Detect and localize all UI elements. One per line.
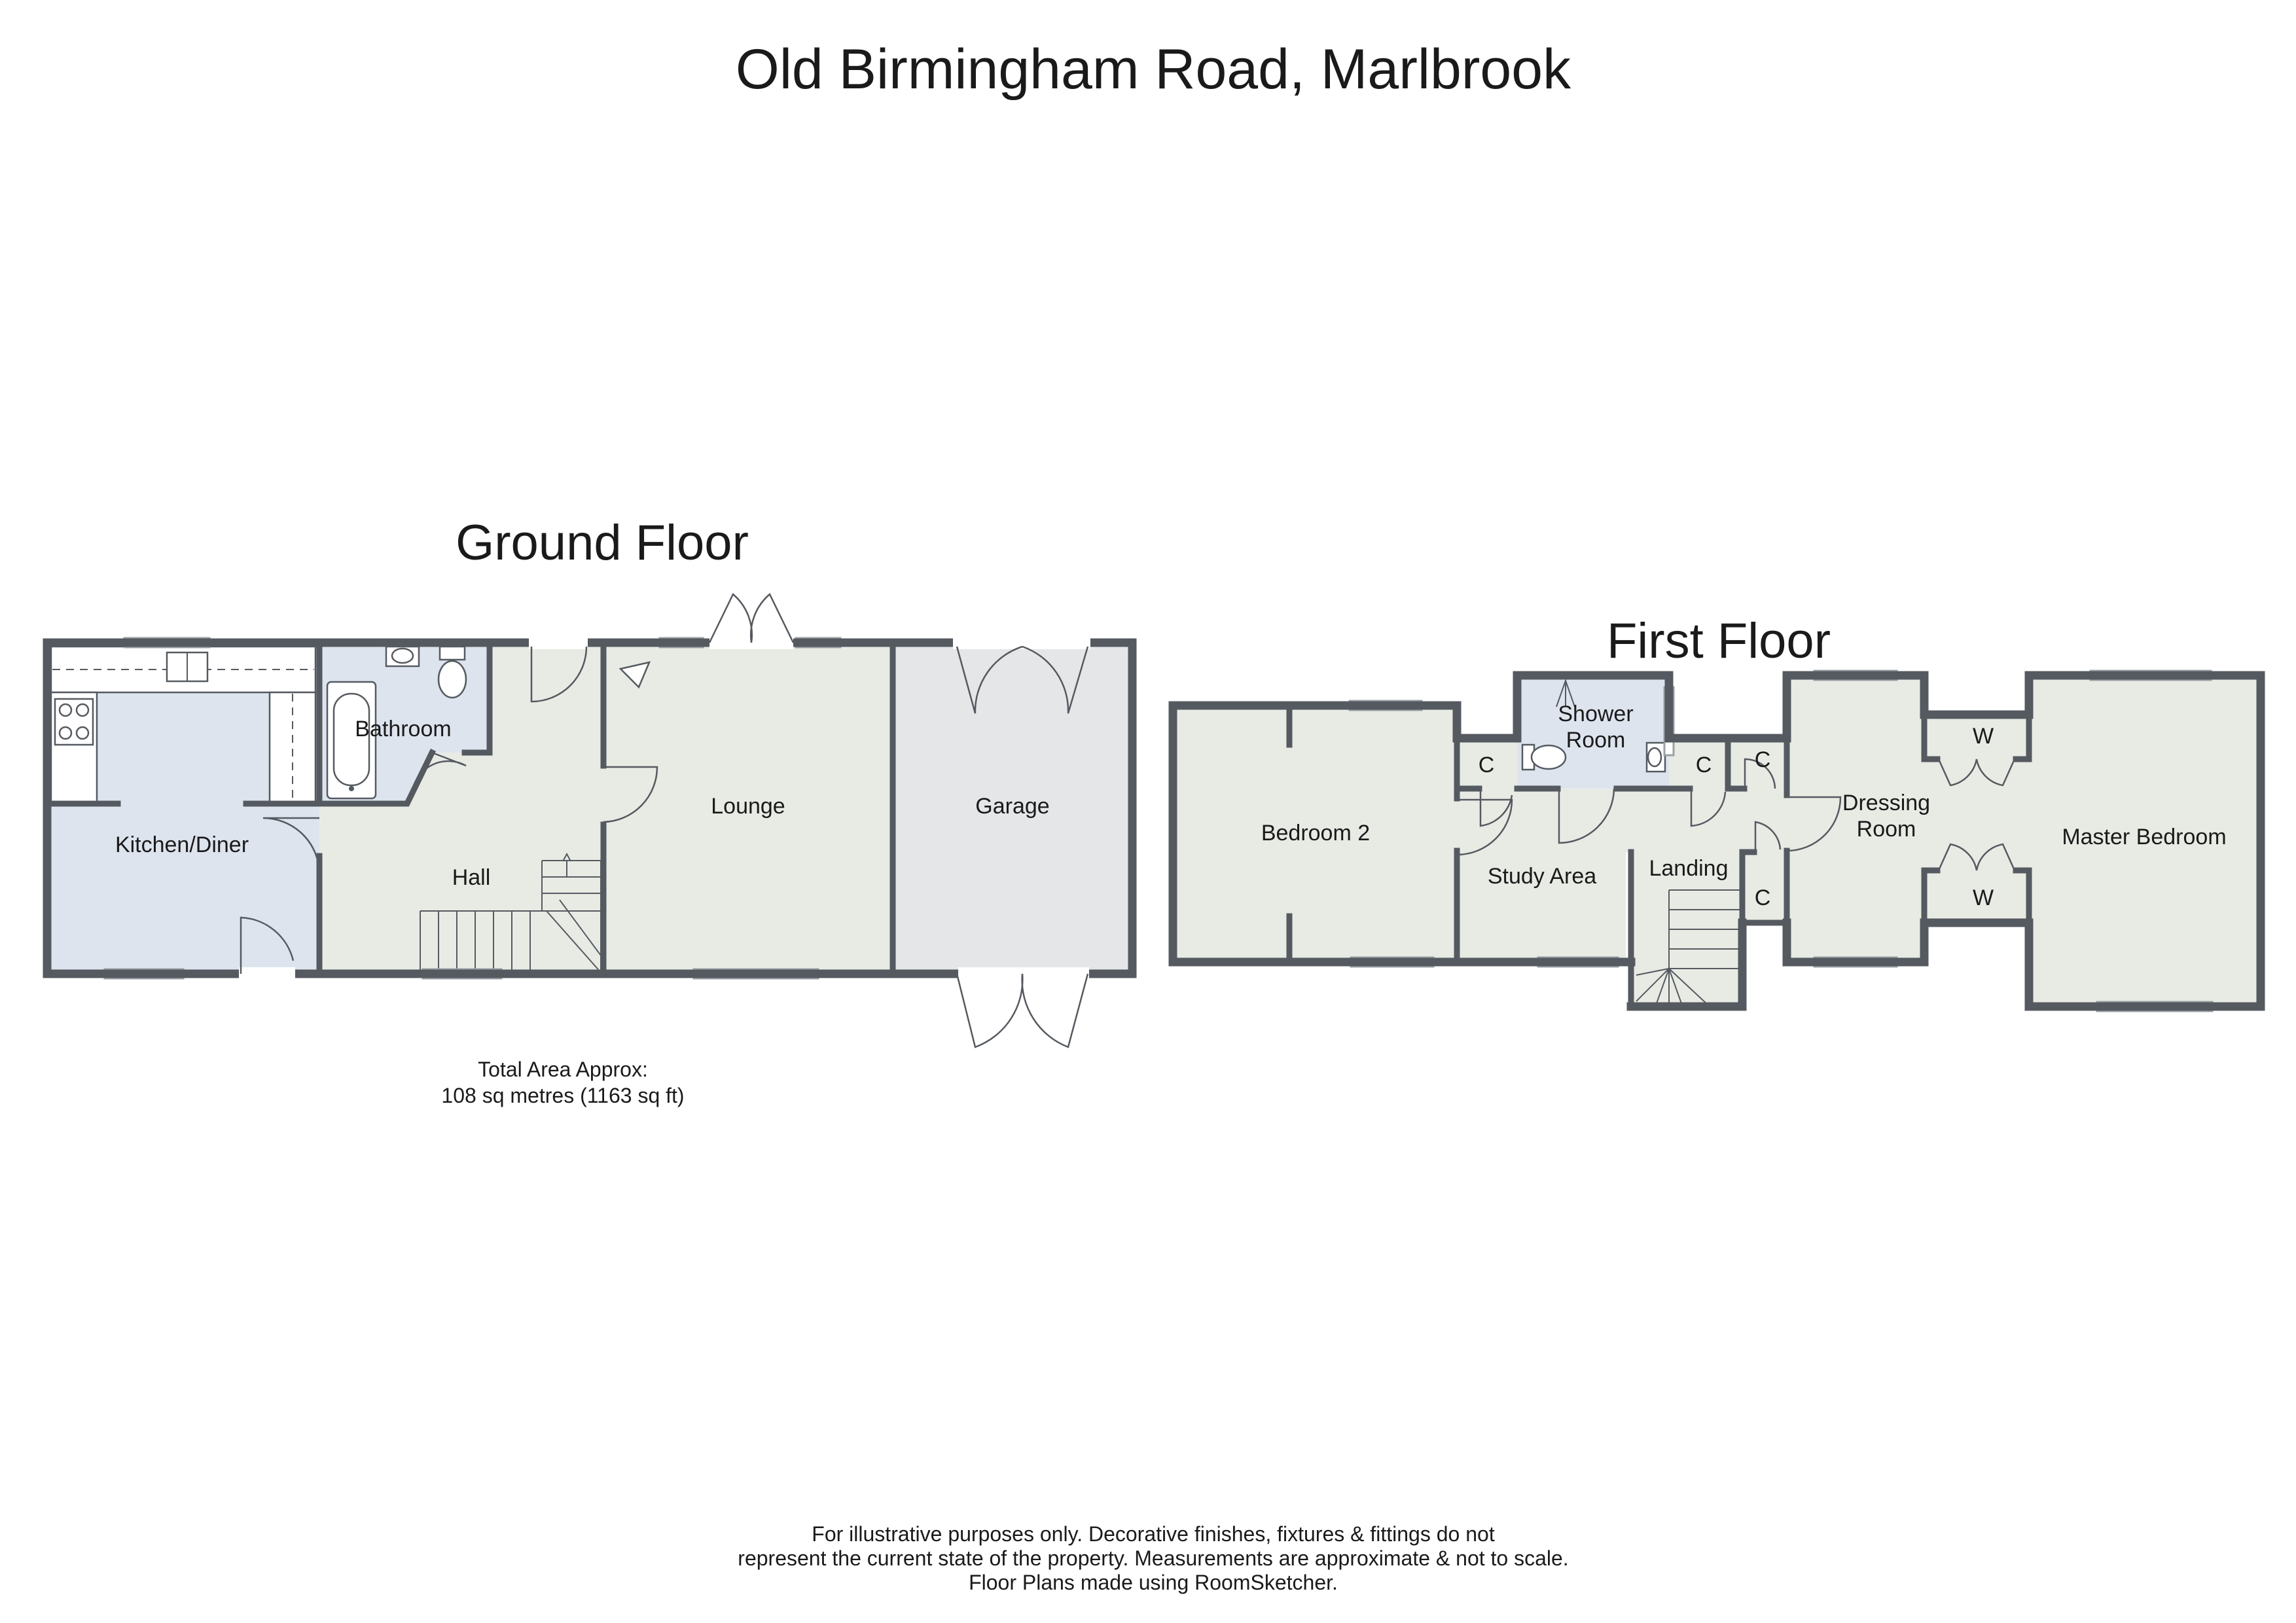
- disclaimer-line3: Floor Plans made using RoomSketcher.: [969, 1571, 1338, 1594]
- garage-doors-top: [956, 645, 1089, 714]
- hall-fill: [319, 643, 603, 974]
- hob-icon: [54, 698, 94, 746]
- room-label-cupboard-4: C: [1755, 885, 1771, 910]
- room-label-shower-line2: Room: [1566, 728, 1626, 753]
- room-label-kitchen: Kitchen/Diner: [115, 832, 249, 857]
- room-label-cupboard-1: C: [1479, 753, 1495, 777]
- study-landing-fill: [1457, 738, 1787, 1007]
- room-label-wardrobe-bottom: W: [1973, 885, 1994, 910]
- room-label-bathroom: Bathroom: [355, 717, 451, 741]
- wardrobe-top-doors: [1937, 758, 2016, 787]
- cupboard-right-door: [1744, 758, 1776, 789]
- room-label-cupboard-3: C: [1755, 747, 1771, 772]
- staircase-first: [1636, 889, 1741, 1006]
- bedroom2-fill: [1173, 705, 1457, 962]
- bedroom2-door: [1456, 798, 1513, 856]
- total-area-line1: Total Area Approx:: [478, 1058, 648, 1081]
- ground-floor-heading: Ground Floor: [456, 515, 749, 571]
- wardrobe-fill: [1924, 715, 2029, 923]
- ground-floor-openings: [239, 636, 1090, 980]
- room-label-study: Study Area: [1488, 864, 1596, 889]
- bathroom-door: [411, 751, 467, 791]
- wardrobe-bottom-doors: [1937, 843, 2016, 871]
- master-bedroom-fill: [2029, 675, 2261, 1007]
- lounge-feature-icon: [619, 661, 651, 689]
- ground-floor-walls: [43, 638, 1137, 978]
- room-label-wardrobe-top: W: [1973, 724, 1994, 749]
- total-area-line2: 108 sq metres (1163 sq ft): [441, 1084, 684, 1107]
- room-label-shower-line1: Shower: [1558, 702, 1633, 726]
- kitchen-back-door: [240, 916, 295, 974]
- room-label-dressing-line1: Dressing: [1842, 791, 1930, 815]
- room-label-hall: Hall: [452, 865, 491, 890]
- cupboard-landing-door: [1754, 821, 1782, 852]
- first-floor-plan: [1173, 675, 2261, 1007]
- room-label-dressing-line2: Room: [1857, 817, 1916, 842]
- shower-room-door: [1558, 788, 1615, 844]
- room-label-lounge: Lounge: [711, 794, 785, 819]
- room-label-bedroom2: Bedroom 2: [1261, 821, 1370, 846]
- page-title: Old Birmingham Road, Marlbrook: [736, 38, 1571, 101]
- shower-basin-icon: [1645, 741, 1666, 773]
- shower-toilet-icon: [1521, 743, 1567, 771]
- first-floor-doors: [1456, 758, 2016, 871]
- room-label-cupboard-2: C: [1696, 753, 1712, 777]
- room-label-master-bedroom: Master Bedroom: [2062, 825, 2226, 849]
- shower-icon: [1556, 678, 1575, 707]
- lounge-fill: [603, 643, 893, 974]
- dressing-room-door: [1786, 796, 1842, 852]
- cupboard-left-door: [1479, 789, 1513, 827]
- ground-floor-plan: [47, 643, 1132, 974]
- front-hall-door: [530, 646, 588, 703]
- shower-room-fill: [1517, 675, 1669, 789]
- first-floor-walls: [1168, 671, 2265, 1011]
- lounge-french-doors: [708, 593, 795, 643]
- first-floor-heading: First Floor: [1607, 613, 1831, 669]
- ground-floor-doors: [240, 593, 1089, 1048]
- garage-doors-bottom: [956, 973, 1089, 1048]
- lounge-door: [603, 766, 658, 823]
- disclaimer-line2: represent the current state of the prope…: [738, 1546, 1568, 1570]
- disclaimer-line1: For illustrative purposes only. Decorati…: [812, 1522, 1495, 1546]
- bathtub-icon: [326, 681, 377, 800]
- cupboard-mid-door: [1690, 789, 1727, 827]
- room-label-landing: Landing: [1649, 856, 1728, 881]
- garage-fill: [893, 643, 1132, 974]
- toilet-icon: [437, 645, 467, 699]
- kitchen-hall-door: [262, 817, 321, 875]
- room-label-garage: Garage: [975, 794, 1049, 819]
- basin-icon: [385, 645, 420, 668]
- dressing-room-fill: [1787, 675, 1924, 962]
